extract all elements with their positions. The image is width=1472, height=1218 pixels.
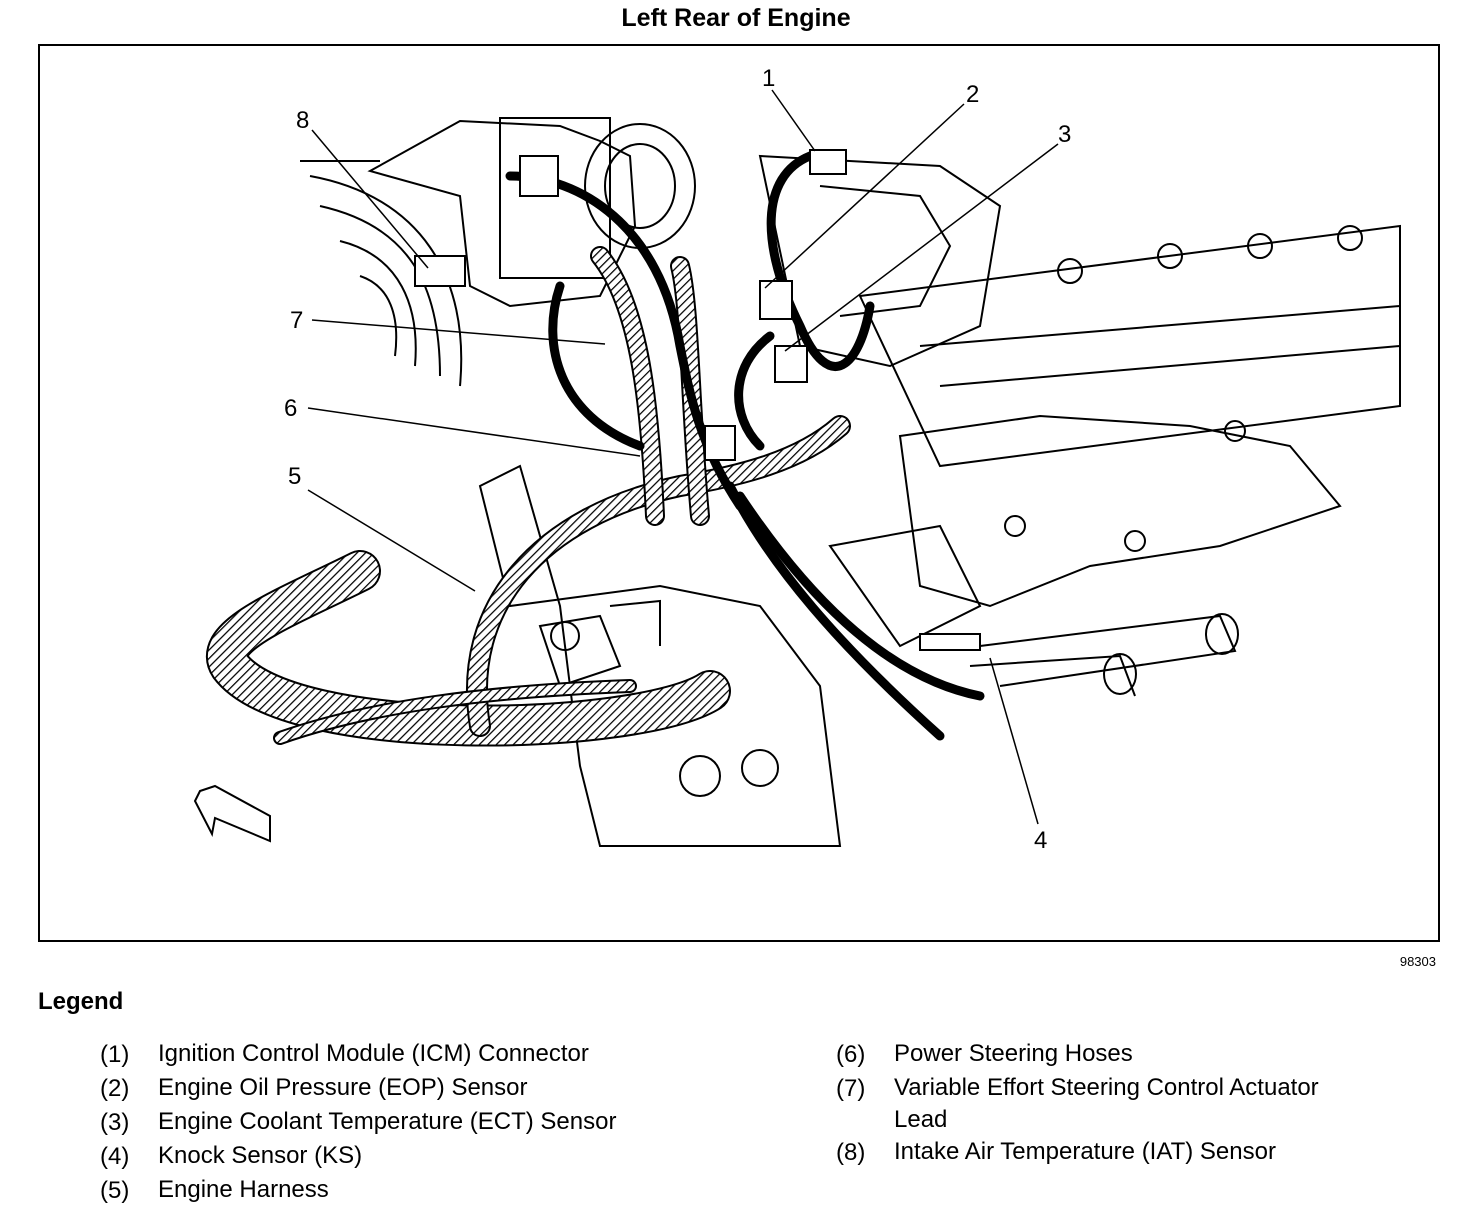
legend-item-7: (7) Variable Effort Steering Control Act… <box>836 1072 1364 1136</box>
eop-sensor-body <box>759 280 793 320</box>
figure-id: 98303 <box>1399 954 1436 969</box>
callout-3: 3 <box>1058 121 1071 148</box>
callout-4: 4 <box>1034 827 1047 854</box>
iat-sensor-body <box>414 255 466 287</box>
callout-5: 5 <box>288 463 301 490</box>
legend-item-1: (1) Ignition Control Module (ICM) Connec… <box>100 1038 718 1072</box>
leader-lines <box>307 89 1059 825</box>
callout-7: 7 <box>290 307 303 334</box>
legend-item-4: (4) Knock Sensor (KS) <box>100 1140 718 1174</box>
legend-item-8: (8) Intake Air Temperature (IAT) Sensor <box>836 1136 1364 1170</box>
legend-item-2: (2) Engine Oil Pressure (EOP) Sensor <box>100 1072 718 1106</box>
legend-text: Intake Air Temperature (IAT) Sensor <box>894 1138 1276 1165</box>
legend-text: Ignition Control Module (ICM) Connector <box>158 1040 589 1067</box>
engine-line-drawing: 1 2 3 4 5 6 7 8 <box>193 65 1401 854</box>
engine-block <box>193 117 1401 847</box>
legend-number: (5) <box>100 1177 130 1204</box>
wire-bundles <box>505 151 985 741</box>
legend-heading: Legend <box>38 988 124 1015</box>
diagram-title: Left Rear of Engine <box>621 4 851 32</box>
legend-text: Power Steering Hoses <box>894 1040 1133 1067</box>
callout-6: 6 <box>284 395 297 422</box>
engine-illustration: 1 2 3 4 5 6 7 8 <box>38 44 1440 942</box>
legend-number: (6) <box>836 1041 866 1068</box>
knock-sensor-lead <box>919 633 981 651</box>
vesc-actuator-body <box>704 425 736 461</box>
legend-text: Knock Sensor (KS) <box>158 1142 363 1169</box>
iat-connector-body <box>519 155 559 197</box>
legend-number: (1) <box>100 1041 130 1068</box>
power-steering-hoses <box>590 246 710 526</box>
legend-number: (2) <box>100 1075 130 1102</box>
icm-connector-body <box>809 149 847 175</box>
legend-number: (7) <box>836 1075 866 1102</box>
legend-item-3: (3) Engine Coolant Temperature (ECT) Sen… <box>100 1106 718 1140</box>
callout-2: 2 <box>966 81 979 108</box>
callout-8: 8 <box>296 107 309 134</box>
legend-text: Variable Effort Steering Control Actuato… <box>894 1074 1319 1133</box>
legend-number: (8) <box>836 1139 866 1166</box>
legend-number: (3) <box>100 1109 130 1136</box>
legend-item-5: (5) Engine Harness <box>100 1174 718 1208</box>
sensor-connectors <box>414 149 981 651</box>
legend-column-right: (6) Power Steering Hoses (7) Variable Ef… <box>836 1038 1364 1170</box>
legend-text: Engine Harness <box>158 1176 329 1203</box>
ect-sensor-body <box>774 345 808 383</box>
legend-column-left: (1) Ignition Control Module (ICM) Connec… <box>100 1038 718 1208</box>
callout-1: 1 <box>762 65 775 92</box>
legend-text: Engine Coolant Temperature (ECT) Sensor <box>158 1108 617 1135</box>
legend-item-6: (6) Power Steering Hoses <box>836 1038 1364 1072</box>
legend-text: Engine Oil Pressure (EOP) Sensor <box>158 1074 528 1101</box>
legend-number: (4) <box>100 1143 130 1170</box>
engine-harness <box>206 415 851 747</box>
